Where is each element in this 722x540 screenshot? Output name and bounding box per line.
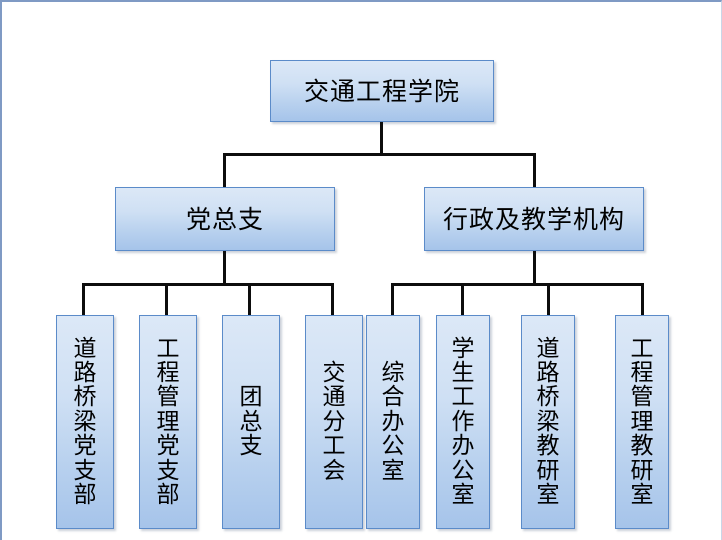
- connector-admin-drop-4: [641, 283, 644, 316]
- org-node-road-bridge-teaching-office[interactable]: 道路桥梁教研室: [521, 315, 575, 529]
- connector-party-stem: [223, 251, 226, 285]
- org-node-eng-mgmt-teaching-office[interactable]: 工程管理教研室: [615, 315, 669, 529]
- org-node-admin-teaching-label: 行政及教学机构: [442, 204, 625, 234]
- connector-party-drop-3: [248, 283, 251, 316]
- org-node-student-affairs-office[interactable]: 学生工作办公室: [436, 315, 490, 529]
- org-node-eng-mgmt-party-branch-label: 工程管理党支部: [156, 335, 180, 508]
- org-node-road-bridge-party-branch[interactable]: 道路桥梁党支部: [56, 315, 114, 529]
- connector-root-stem: [380, 122, 383, 156]
- connector-admin-drop-3: [547, 283, 550, 316]
- connector-party-drop-1: [82, 283, 85, 316]
- org-node-general-office-label: 综合办公室: [381, 360, 405, 484]
- org-node-transport-union[interactable]: 交通分工会: [305, 315, 363, 529]
- connector-party-drop-2: [165, 283, 168, 316]
- connector-level2-drop-right: [533, 153, 536, 187]
- connector-admin-stem: [533, 251, 536, 285]
- org-node-eng-mgmt-party-branch[interactable]: 工程管理党支部: [139, 315, 197, 529]
- org-node-admin-teaching[interactable]: 行政及教学机构: [424, 187, 644, 251]
- connector-admin-bus: [391, 283, 644, 286]
- connector-level2-drop-left: [223, 153, 226, 187]
- org-node-youth-league-label: 团总支: [239, 384, 263, 460]
- org-node-party-branch[interactable]: 党总支: [115, 187, 335, 251]
- org-node-youth-league[interactable]: 团总支: [222, 315, 280, 529]
- connector-party-drop-4: [331, 283, 334, 316]
- connector-level2-bus: [223, 153, 536, 156]
- connector-admin-drop-1: [391, 283, 394, 316]
- org-node-transport-union-label: 交通分工会: [322, 360, 346, 484]
- org-node-student-affairs-office-label: 学生工作办公室: [451, 335, 475, 508]
- org-node-root-label: 交通工程学院: [303, 76, 460, 106]
- org-node-root[interactable]: 交通工程学院: [270, 60, 494, 122]
- connector-party-bus: [82, 283, 334, 286]
- org-node-road-bridge-party-branch-label: 道路桥梁党支部: [73, 335, 97, 508]
- org-node-general-office[interactable]: 综合办公室: [366, 315, 420, 529]
- org-node-eng-mgmt-teaching-office-label: 工程管理教研室: [630, 335, 654, 508]
- connector-admin-drop-2: [461, 283, 464, 316]
- org-node-party-branch-label: 党总支: [185, 204, 264, 234]
- org-node-road-bridge-teaching-office-label: 道路桥梁教研室: [536, 335, 560, 508]
